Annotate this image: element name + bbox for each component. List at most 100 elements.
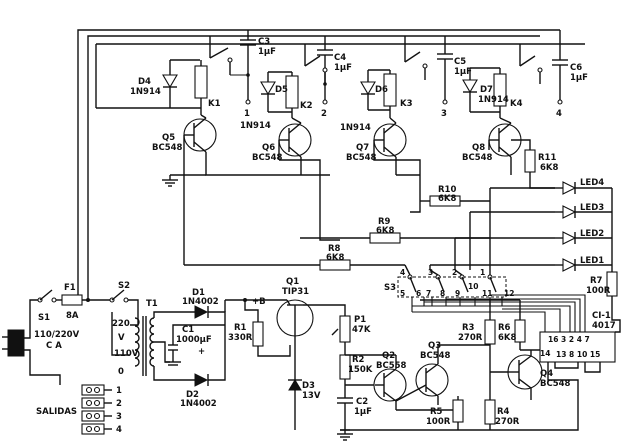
- switch-s3: [397, 264, 586, 332]
- f1-label: F1: [64, 283, 76, 293]
- s3-pin-7: 7: [426, 289, 431, 298]
- r5-label: R5: [430, 407, 443, 417]
- oscillator-section: [276, 299, 543, 441]
- c6-label: C6: [570, 63, 582, 73]
- out-3-label: 3: [441, 109, 447, 119]
- r7-label: R7: [590, 276, 603, 286]
- s3-pin-8: 8: [440, 289, 445, 298]
- q5-type: BC548: [152, 143, 183, 153]
- d2-type: 1N4002: [180, 399, 217, 409]
- r5-value: 100R: [426, 417, 451, 427]
- r2-value: 150K: [348, 365, 373, 375]
- k4-label: K4: [510, 99, 523, 109]
- relay-stage-1: [162, 30, 330, 265]
- d7-label: D7: [480, 85, 493, 95]
- mains-label: 110/220V: [34, 330, 80, 340]
- r8-label: R8: [328, 244, 341, 254]
- s3-pin-10: 10: [468, 282, 478, 291]
- q7-label: Q7: [356, 143, 369, 153]
- c6-value: 1μF: [570, 73, 588, 83]
- outputs-num-1: 1: [116, 386, 122, 396]
- r1-value: 330R: [228, 333, 253, 343]
- c2-value: 1μF: [354, 407, 372, 417]
- c2-label: C2: [356, 397, 368, 407]
- ic-mid-pins: 13 8 10 15: [556, 350, 600, 359]
- k1-label: K1: [208, 99, 221, 109]
- k3-label: K3: [400, 99, 413, 109]
- rail-label: +B: [252, 297, 266, 307]
- d2-label: D2: [186, 390, 199, 400]
- r10-value: 6K8: [438, 194, 457, 204]
- c1-value: 1000μF: [176, 335, 212, 345]
- tap-0: 0: [118, 367, 124, 377]
- r1-label: R1: [234, 323, 247, 333]
- r4-label: R4: [497, 407, 510, 417]
- d6-type: 1N914: [340, 123, 371, 133]
- led1-label: LED1: [580, 256, 604, 266]
- r6-label: R6: [498, 323, 511, 333]
- c4-value: 1μF: [334, 63, 352, 73]
- s3-pin-11: 11: [482, 289, 492, 298]
- ic-pin-14: 14: [540, 349, 550, 358]
- s3-pin-1: 1: [480, 268, 485, 277]
- labels: C3 1μF D4 1N914 K1 1 Q5 BC548 C4 1μF D5 …: [34, 37, 616, 435]
- s3-label: S3: [384, 283, 396, 293]
- c3-value: 1μF: [258, 47, 276, 57]
- q4-label: Q4: [540, 369, 553, 379]
- tap-220: 220: [112, 319, 130, 329]
- s3-pin-4: 4: [400, 268, 405, 277]
- led-column: [555, 181, 618, 305]
- out-4-label: 4: [556, 109, 562, 119]
- q6-label: Q6: [262, 143, 275, 153]
- outputs-title: SALIDAS: [36, 407, 77, 417]
- c4-label: C4: [334, 53, 346, 63]
- outputs-num-4: 4: [116, 425, 122, 435]
- output-terminals: [81, 384, 112, 435]
- s1-label: S1: [38, 313, 50, 323]
- d5-label: D5: [275, 85, 288, 95]
- c1-label: C1: [182, 325, 194, 335]
- out-1-label: 1: [244, 109, 250, 119]
- r9-value: 6K8: [376, 226, 395, 236]
- c1-plus: +: [198, 347, 205, 357]
- ic-part: 4017: [592, 321, 616, 331]
- c5-label: C5: [454, 57, 466, 67]
- r2-label: R2: [352, 355, 365, 365]
- ic-name: CI-1: [592, 311, 611, 321]
- s3-pin-3: 3: [428, 268, 433, 277]
- d6-label: D6: [375, 85, 388, 95]
- q7-type: BC548: [346, 153, 377, 163]
- base-resistors: [184, 174, 555, 271]
- r3-value: 270R: [458, 333, 483, 343]
- q3-type: BC548: [420, 351, 451, 361]
- d3-label: D3: [302, 381, 315, 391]
- power-supply: [2, 289, 291, 387]
- d7-type: 1N914: [478, 95, 509, 105]
- q4-type: BC548: [540, 379, 571, 389]
- q1-label: Q1: [286, 277, 299, 287]
- q1-type: TIP31: [282, 287, 309, 297]
- k2-label: K2: [300, 101, 313, 111]
- relay-stage-3: [360, 36, 453, 213]
- s3-pin-9: 9: [455, 289, 460, 298]
- c5-value: 1μF: [454, 67, 472, 77]
- relay-stage-2: [260, 36, 340, 241]
- d4-type: 1N914: [130, 87, 161, 97]
- ic-4017: [340, 305, 621, 431]
- tap-110: 110V: [114, 349, 139, 359]
- out-2-label: 2: [321, 109, 327, 119]
- p1-label: P1: [354, 315, 366, 325]
- q8-label: Q8: [472, 143, 485, 153]
- d3-value: 13V: [302, 391, 321, 401]
- t1-label: T1: [146, 299, 158, 309]
- tap-220-unit: V: [118, 333, 125, 343]
- q6-type: BC548: [252, 153, 283, 163]
- d1-label: D1: [192, 288, 205, 298]
- mains-sub: C A: [46, 341, 62, 351]
- q2-label: Q2: [382, 351, 395, 361]
- d1-type: 1N4002: [182, 297, 219, 307]
- led4-label: LED4: [580, 178, 604, 188]
- r3-label: R3: [462, 323, 475, 333]
- s3-pin-6: 6: [416, 289, 421, 298]
